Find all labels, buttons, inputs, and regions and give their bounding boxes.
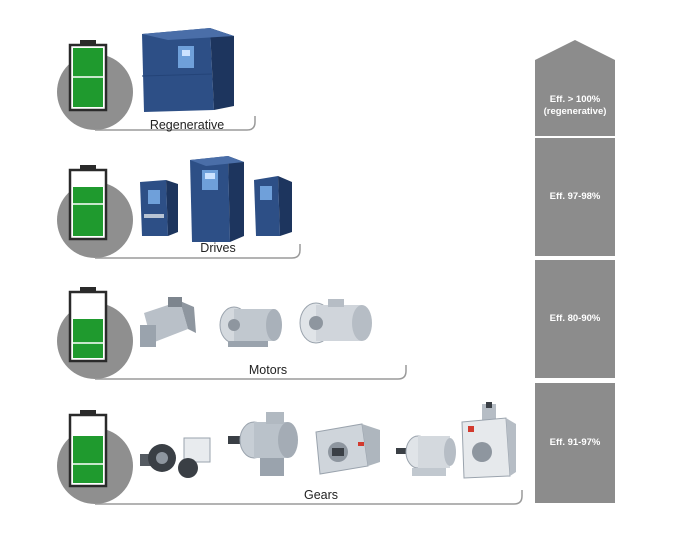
medium-drive-image (190, 156, 244, 242)
planetary-gear-image (140, 437, 211, 478)
battery-icon (68, 287, 108, 363)
efficiency-text: Eff. 97-98% (549, 191, 601, 202)
battery-charge (73, 187, 103, 236)
efficiency-text: Eff. 80-90% (549, 313, 601, 324)
efficiency-text: Eff. 91-97% (549, 437, 601, 448)
tier-gears: Gears (0, 380, 674, 510)
helical-gear-image (228, 412, 298, 476)
servo-motor-image (140, 297, 196, 347)
efficiency-text: Eff. > 100% (549, 94, 601, 105)
tier-label: Regenerative (149, 118, 225, 132)
battery-charge (73, 436, 103, 483)
small-drive-image (140, 180, 178, 236)
tier-motors: Motors (0, 255, 674, 385)
tier-drives: Drives (0, 130, 674, 265)
bevel-gearbox-image (315, 423, 380, 475)
shaft-mounted-gear-image (461, 402, 516, 479)
inline-gearmotor-image (396, 435, 456, 476)
efficiency-block-gears: Eff. 91-97% (535, 383, 615, 503)
efficiency-arrow-head (535, 40, 615, 136)
efficiency-block-drives: Eff. 97-98% (535, 138, 615, 256)
large-drive-cabinet-image (141, 28, 234, 112)
efficiency-block-motors: Eff. 80-90% (535, 260, 615, 378)
brake-motor-image (299, 299, 372, 344)
tier-regenerative: Regenerative (0, 0, 674, 140)
battery-icon (68, 40, 108, 112)
efficiency-text: (regenerative) (543, 106, 607, 117)
efficiency-block-regenerative: Eff. > 100% (regenerative) (535, 80, 615, 132)
ac-motor-image (219, 306, 282, 347)
tier-label: Gears (303, 488, 339, 502)
tier-label: Motors (248, 363, 288, 377)
tier-label: Drives (200, 241, 236, 255)
slim-drive-image (254, 176, 292, 236)
battery-charge (73, 319, 103, 358)
battery-icon (68, 165, 108, 241)
battery-icon (68, 410, 108, 488)
